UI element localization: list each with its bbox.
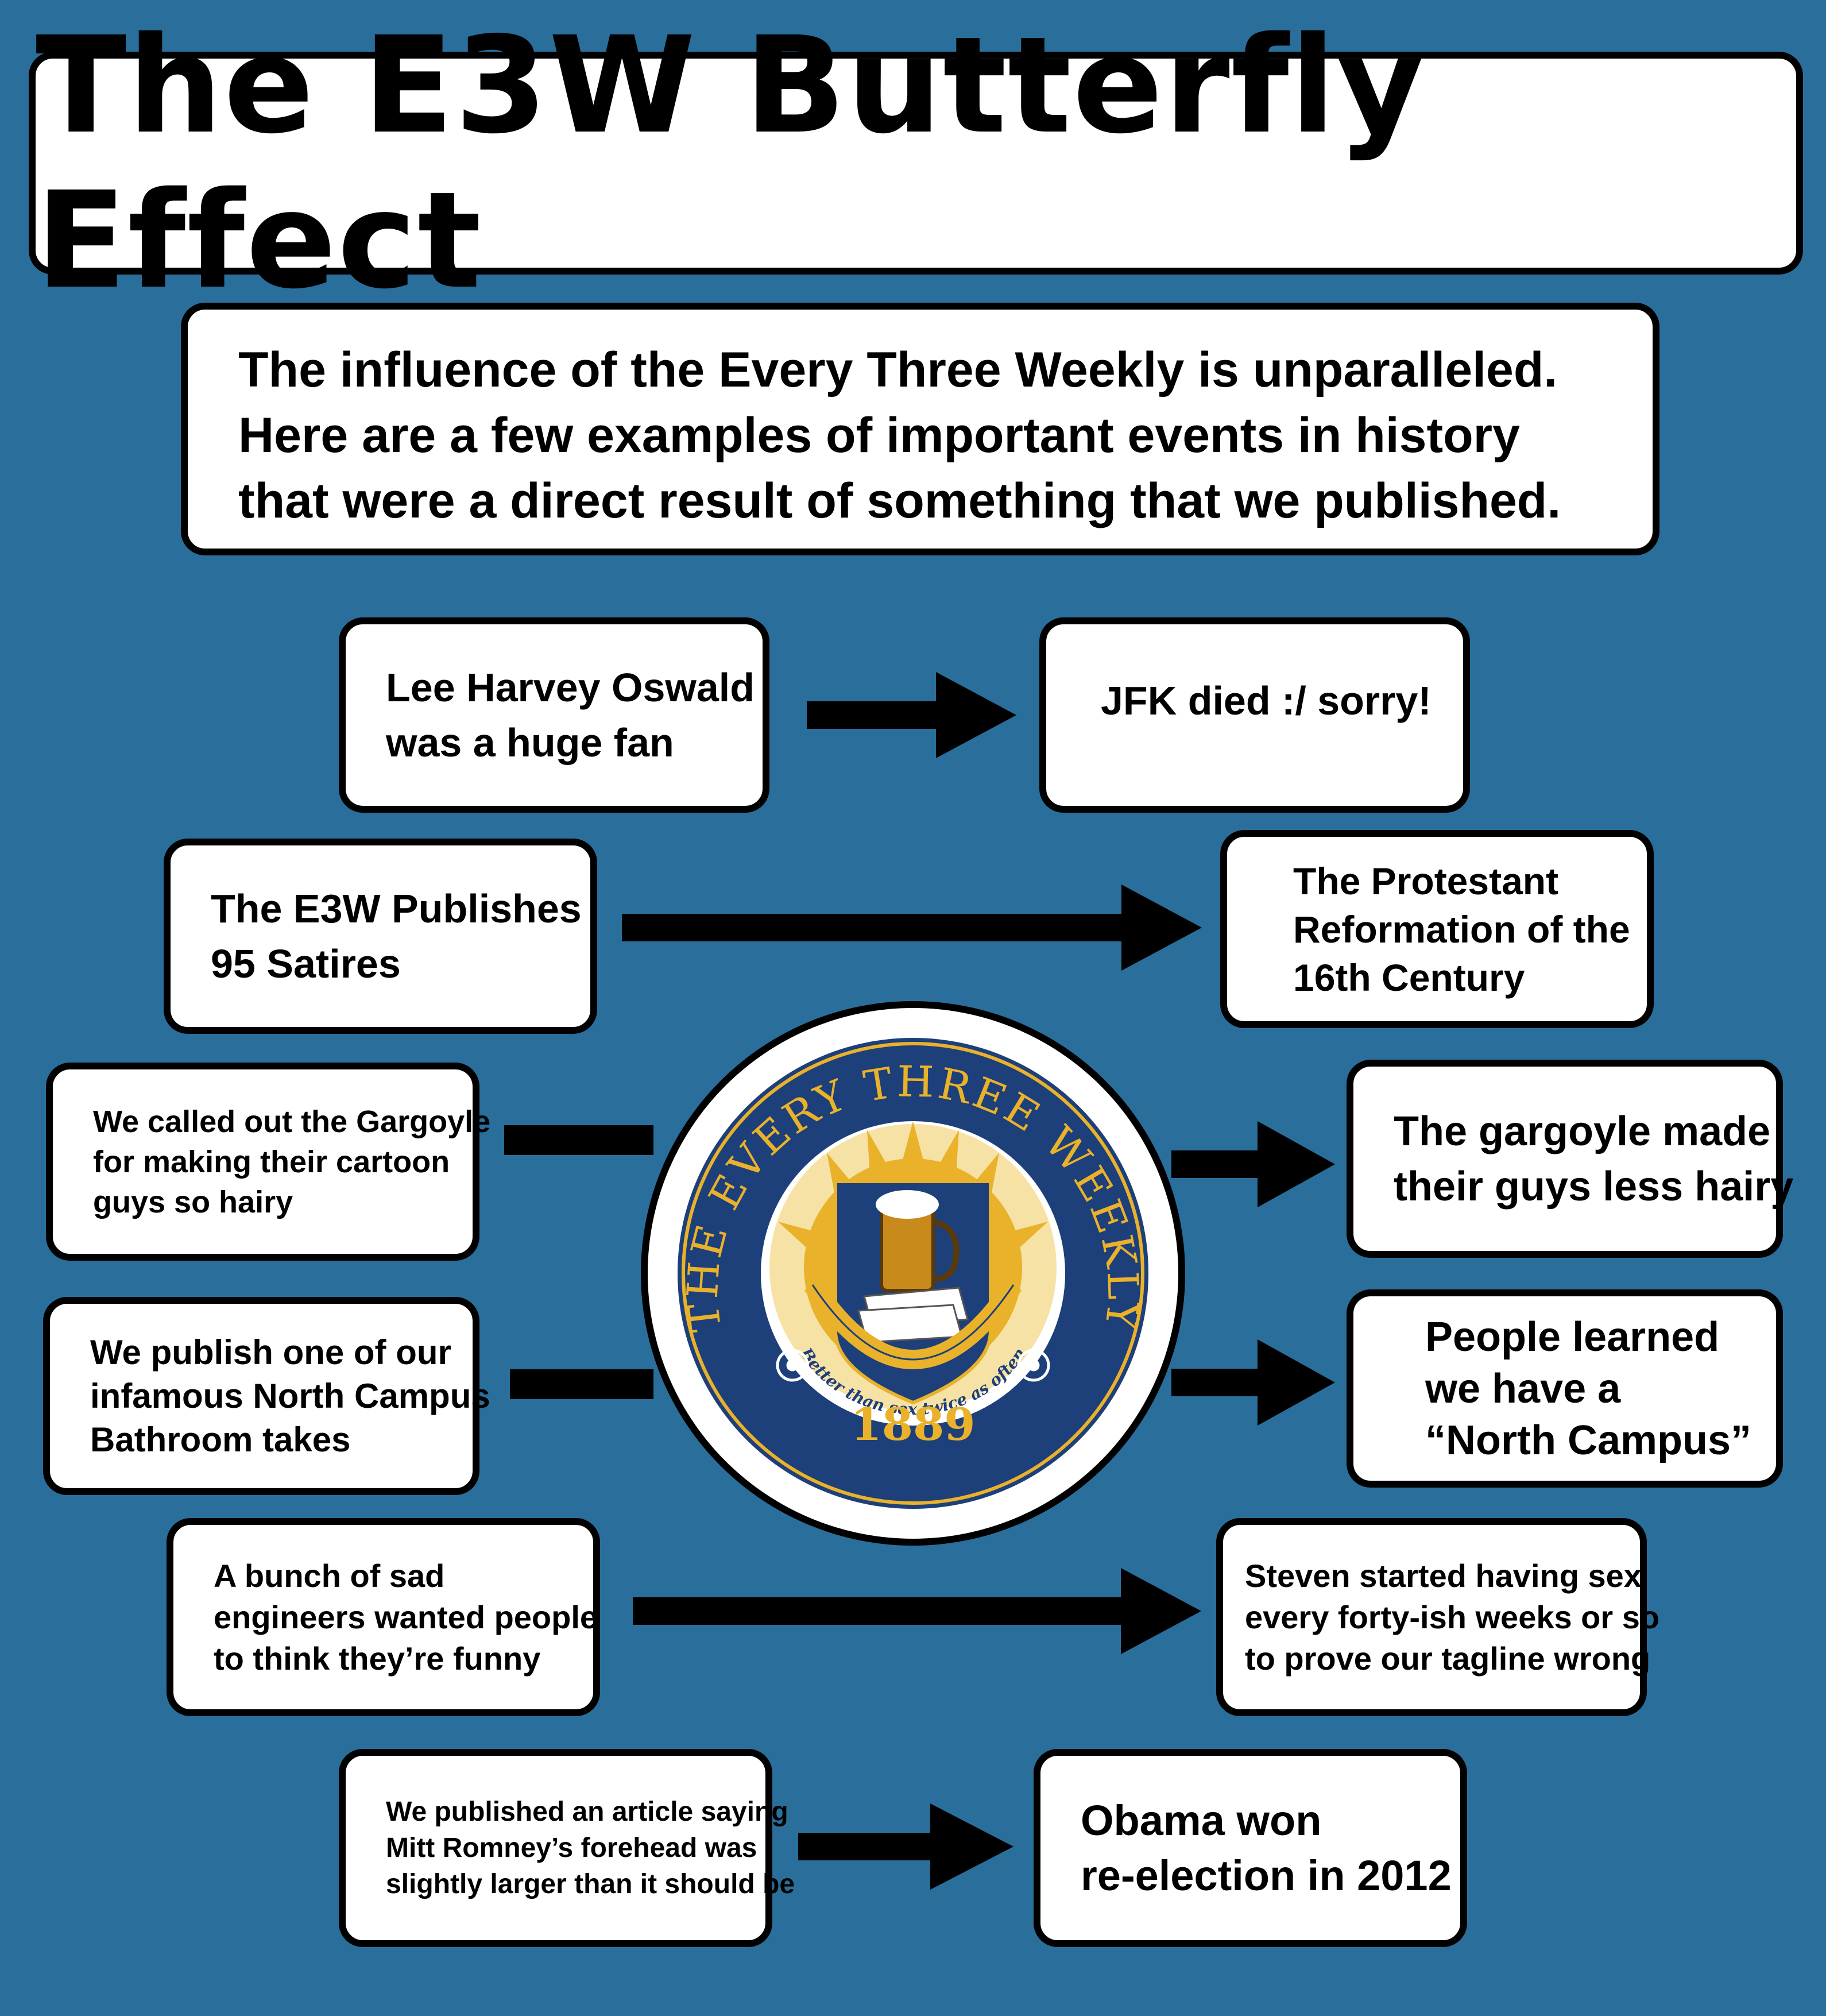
effect-line: Steven started having sex [1245, 1557, 1642, 1594]
cause-line: guys so hairy [93, 1184, 293, 1219]
effect-line: every forty-ish weeks or so [1245, 1598, 1660, 1635]
cause-line: We publish one of our [90, 1333, 451, 1372]
effect-box-2: The Protestant Reformation of the 16th C… [1220, 830, 1654, 1028]
cause-line: was a huge fan [386, 720, 674, 765]
seal-year: 1889 [850, 1399, 975, 1451]
arrow-icon [798, 1803, 1013, 1890]
intro-text: The influence of the Every Three Weekly … [181, 303, 1659, 555]
cause-box-3: We called out the Gargoyle for making th… [46, 1063, 491, 1261]
effect-box-1: JFK died :/ sorry! [1039, 617, 1470, 813]
wheel-icon [776, 1349, 1050, 1382]
effect-line: their guys less hairy [1394, 1163, 1794, 1210]
effect-box-3: The gargoyle made their guys less hairy [1347, 1060, 1794, 1258]
cause-line: infamous North Campus [90, 1376, 490, 1415]
arrow-icon [622, 885, 1202, 971]
cause-box-2: The E3W Publishes 95 Satires [164, 839, 597, 1034]
cause-line: We published an article saying [386, 1797, 788, 1827]
cause-line: Bathroom takes [90, 1420, 351, 1459]
arrow-icon [1171, 1121, 1335, 1207]
cause-line: The E3W Publishes [211, 886, 582, 931]
cause-box-4: We publish one of our infamous North Cam… [43, 1297, 490, 1495]
arrow-icon [633, 1568, 1201, 1654]
effect-box-4: People learned we have a “North Campus” [1347, 1289, 1783, 1488]
arrow-icon [807, 672, 1016, 758]
effect-box-5: Steven started having sex every forty-is… [1216, 1518, 1660, 1716]
cause-line: Mitt Romney’s forehead was [386, 1833, 757, 1863]
cause-box-1: Lee Harvey Oswald was a huge fan [339, 617, 769, 813]
effect-line: “North Campus” [1425, 1417, 1752, 1463]
arrow-icon [1171, 1339, 1335, 1426]
cause-line: engineers wanted people [214, 1598, 598, 1635]
cause-line: slightly larger than it should be [386, 1869, 795, 1899]
effect-line: People learned [1425, 1314, 1720, 1360]
effect-line: we have a [1425, 1365, 1621, 1412]
effect-line: The Protestant [1293, 859, 1559, 902]
cause-line: for making their cartoon [93, 1144, 450, 1179]
effect-line: The gargoyle made [1394, 1108, 1771, 1154]
arrow-icon [510, 1369, 653, 1399]
effect-line: re-election in 2012 [1081, 1851, 1452, 1899]
cause-line: We called out the Gargoyle [93, 1104, 491, 1139]
e3w-seal-logo: Better than sex twice as often THE EVERY… [641, 1001, 1185, 1546]
cause-box-6: We published an article saying Mitt Romn… [339, 1749, 795, 1947]
effect-line: Obama won [1081, 1796, 1322, 1844]
effect-line: 16th Century [1293, 956, 1525, 999]
effect-line: JFK died :/ sorry! [1101, 678, 1432, 723]
cause-line: to think they’re funny [214, 1640, 541, 1677]
effect-line: to prove our tagline wrong [1245, 1640, 1651, 1677]
cause-box-5: A bunch of sad engineers wanted people t… [167, 1518, 600, 1716]
arrow-icon [504, 1125, 653, 1155]
cause-line: 95 Satires [211, 941, 401, 986]
shield-icon [834, 1180, 992, 1405]
cause-line: A bunch of sad [214, 1557, 445, 1594]
effect-box-6: Obama won re-election in 2012 [1034, 1749, 1467, 1947]
cause-line: Lee Harvey Oswald [386, 665, 755, 710]
effect-line: Reformation of the [1293, 907, 1630, 951]
page-title: The E3W Butterfly Effect [29, 8, 1803, 318]
